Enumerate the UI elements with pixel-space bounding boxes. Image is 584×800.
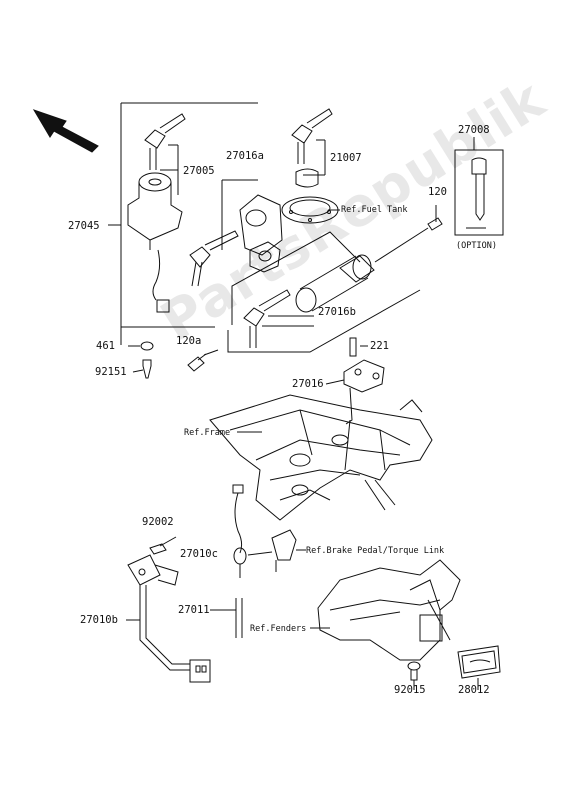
ignition-switch-body xyxy=(127,172,183,313)
label-27010b: 27010b xyxy=(80,614,118,626)
label-21007: 21007 xyxy=(330,152,362,164)
label-92151: 92151 xyxy=(95,366,127,378)
bracket-27016 xyxy=(343,359,385,425)
ignition-key-pair xyxy=(144,113,186,170)
label-27016a: 27016a xyxy=(226,150,264,162)
reflector xyxy=(457,645,501,679)
label-27010c: 27010c xyxy=(180,548,218,560)
option-key-box xyxy=(454,149,504,236)
label-27016b: 27016b xyxy=(318,306,356,318)
direction-arrow-icon xyxy=(32,109,99,153)
seat-lock-body xyxy=(239,194,283,273)
label-92002: 92002 xyxy=(142,516,174,528)
ref-fenders: Ref.Fenders xyxy=(250,624,307,634)
label-27016: 27016 xyxy=(292,378,324,390)
ref-fuel-tank: Ref.Fuel Tank xyxy=(341,205,408,215)
rear-fender xyxy=(317,559,461,661)
label-27011: 27011 xyxy=(178,604,210,616)
label-27005: 27005 xyxy=(183,165,215,177)
label-28012: 28012 xyxy=(458,684,490,696)
label-120a: 120a xyxy=(176,335,202,347)
ref-brake-pedal: Ref.Brake Pedal/Torque Link xyxy=(306,546,445,556)
option-label: (OPTION) xyxy=(456,241,497,251)
label-221: 221 xyxy=(370,340,389,352)
label-120: 120 xyxy=(428,186,447,198)
label-27045: 27045 xyxy=(68,220,100,232)
label-461: 461 xyxy=(96,340,115,352)
seat-lock-cylinder xyxy=(295,254,375,313)
label-27008: 27008 xyxy=(458,124,490,136)
label-92015: 92015 xyxy=(394,684,426,696)
frame-assembly xyxy=(209,394,433,521)
rear-brake-switch xyxy=(127,554,211,683)
ref-frame: Ref.Frame xyxy=(184,428,231,438)
